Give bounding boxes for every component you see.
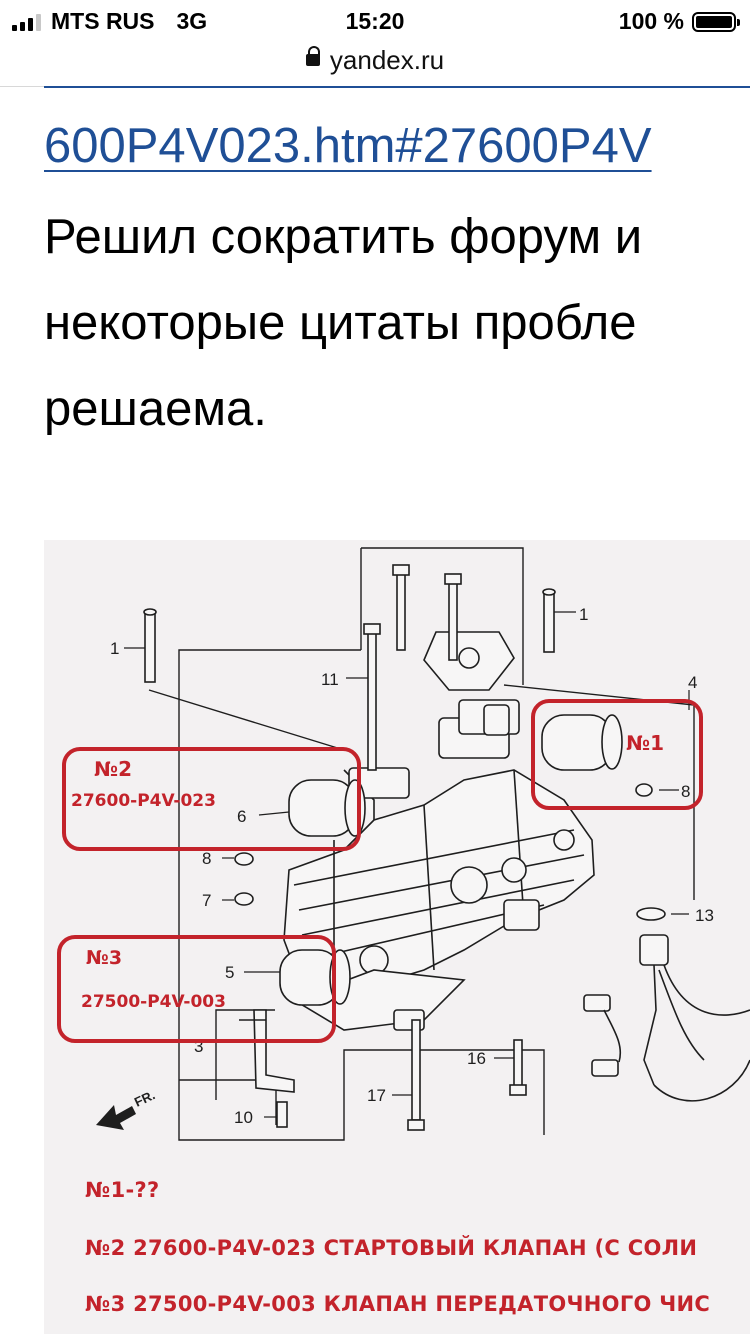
address-bar[interactable]: yandex.ru (0, 42, 750, 78)
part-label: 11 (321, 670, 339, 689)
part-label: 1 (579, 605, 588, 624)
part-label: 8 (202, 849, 211, 868)
callout-no2-part: 27600-P4V-023 (71, 791, 216, 811)
part-label: 7 (202, 891, 211, 910)
part-label: 10 (234, 1108, 253, 1127)
network-type: 3G (176, 8, 208, 34)
signal-icon (12, 13, 41, 31)
callout-no3-part: 27500-P4V-003 (81, 992, 226, 1012)
part-label: 4 (688, 673, 697, 692)
callout-texts: №1 №2 27600-P4V-023 №3 27500-P4V-003 (71, 731, 664, 1012)
part-label: 6 (237, 807, 246, 826)
lock-icon (305, 46, 320, 70)
carrier-group: MTS RUS 3G (12, 8, 207, 35)
callout-no1-title: №1 (626, 731, 664, 755)
bolts (143, 564, 556, 1131)
diagram-drawing: 1 1 11 4 6 8 8 7 5 13 16 17 10 3 FR. №1 (57, 547, 750, 1141)
bracket (239, 1009, 295, 1093)
article-paragraph: Решил сократить форум и некоторые цитаты… (44, 194, 750, 452)
carrier-name: MTS RUS (51, 8, 155, 34)
battery-percent: 100 % (618, 8, 684, 34)
paragraph-line: Решил сократить форум и (44, 210, 643, 264)
callout-no2-title: №2 (94, 757, 132, 781)
callout-no1-box (531, 699, 703, 810)
callout-no3-box (57, 935, 336, 1043)
nuts (234, 783, 666, 921)
front-arrow-icon: FR. (96, 1087, 157, 1130)
address-domain[interactable]: yandex.ru (329, 44, 445, 75)
callout-no3-title: №3 (86, 947, 122, 969)
part-label: 8 (681, 782, 690, 801)
diagram-caption: №3 27500-P4V-003 КЛАПАН ПЕРЕДАТОЧНОГО ЧИ… (85, 1292, 711, 1316)
part-label: 17 (367, 1086, 386, 1105)
callout-boxes (57, 699, 703, 1043)
battery-icon (692, 11, 740, 32)
svg-text:FR.: FR. (132, 1087, 157, 1109)
link-underline-above (44, 86, 750, 88)
part-label: 5 (225, 963, 234, 982)
article-link[interactable]: 600P4V023.htm#27600P4V (44, 119, 652, 173)
wire-harness (583, 934, 750, 1102)
paragraph-line: решаема. (44, 382, 267, 436)
paragraph-line: некоторые цитаты пробле (44, 296, 637, 350)
part-label: 16 (467, 1049, 486, 1068)
clock: 15:20 (345, 8, 405, 34)
part-label: 13 (695, 906, 714, 925)
frame-lines (148, 547, 695, 1141)
callout-no2-box (62, 747, 361, 851)
part-labels: 1 1 11 4 6 8 8 7 5 13 16 17 10 3 (110, 605, 714, 1127)
diagram-caption: №1-?? (85, 1178, 160, 1202)
battery-group: 100 % (618, 8, 740, 35)
status-bar: MTS RUS 3G 15:20 100 % (0, 0, 750, 42)
part-label: 3 (194, 1037, 203, 1056)
part-label: 1 (110, 639, 119, 658)
diagram-caption: №2 27600-P4V-023 СТАРТОВЫЙ КЛАПАН (С СОЛ… (85, 1236, 698, 1260)
parts-diagram[interactable]: 1 1 11 4 6 8 8 7 5 13 16 17 10 3 FR. №1 (44, 540, 750, 1334)
